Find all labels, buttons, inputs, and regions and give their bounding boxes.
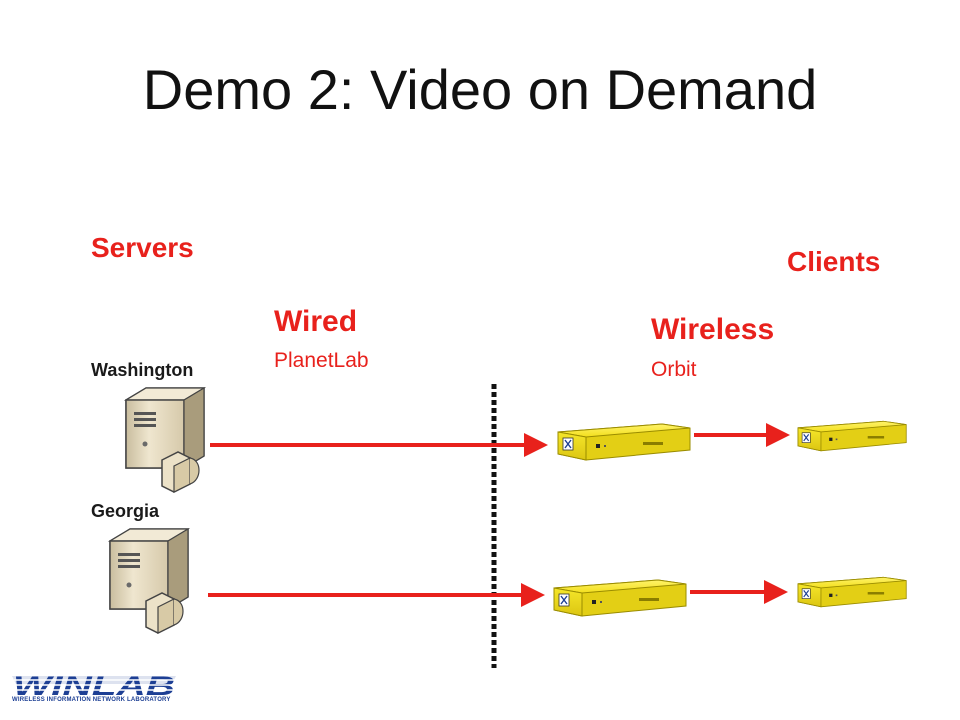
clients-label: Clients — [787, 246, 881, 277]
orbit-node-gateway-1 — [557, 423, 691, 461]
server-label-georgia: Georgia — [91, 501, 160, 521]
wired-label: Wired — [274, 305, 358, 338]
wired-sublabel: PlanetLab — [274, 349, 369, 372]
server-icon-washington — [125, 387, 205, 493]
wireless-label: Wireless — [651, 313, 775, 346]
winlab-logo: WINLAB — [12, 671, 176, 701]
server-label-washington: Washington — [91, 360, 194, 380]
server-icon-georgia — [109, 528, 189, 634]
slide-title: Demo 2: Video on Demand — [142, 58, 818, 121]
winlab-logo-text: WINLAB — [13, 671, 175, 701]
orbit-node-client-1 — [797, 420, 907, 452]
servers-label: Servers — [91, 232, 194, 263]
orbit-node-gateway-2 — [553, 579, 687, 617]
wireless-sublabel: Orbit — [651, 358, 697, 381]
orbit-node-client-2 — [797, 576, 907, 608]
winlab-logo-subtitle: WIRELESS INFORMATION NETWORK LABORATORY — [12, 697, 171, 703]
